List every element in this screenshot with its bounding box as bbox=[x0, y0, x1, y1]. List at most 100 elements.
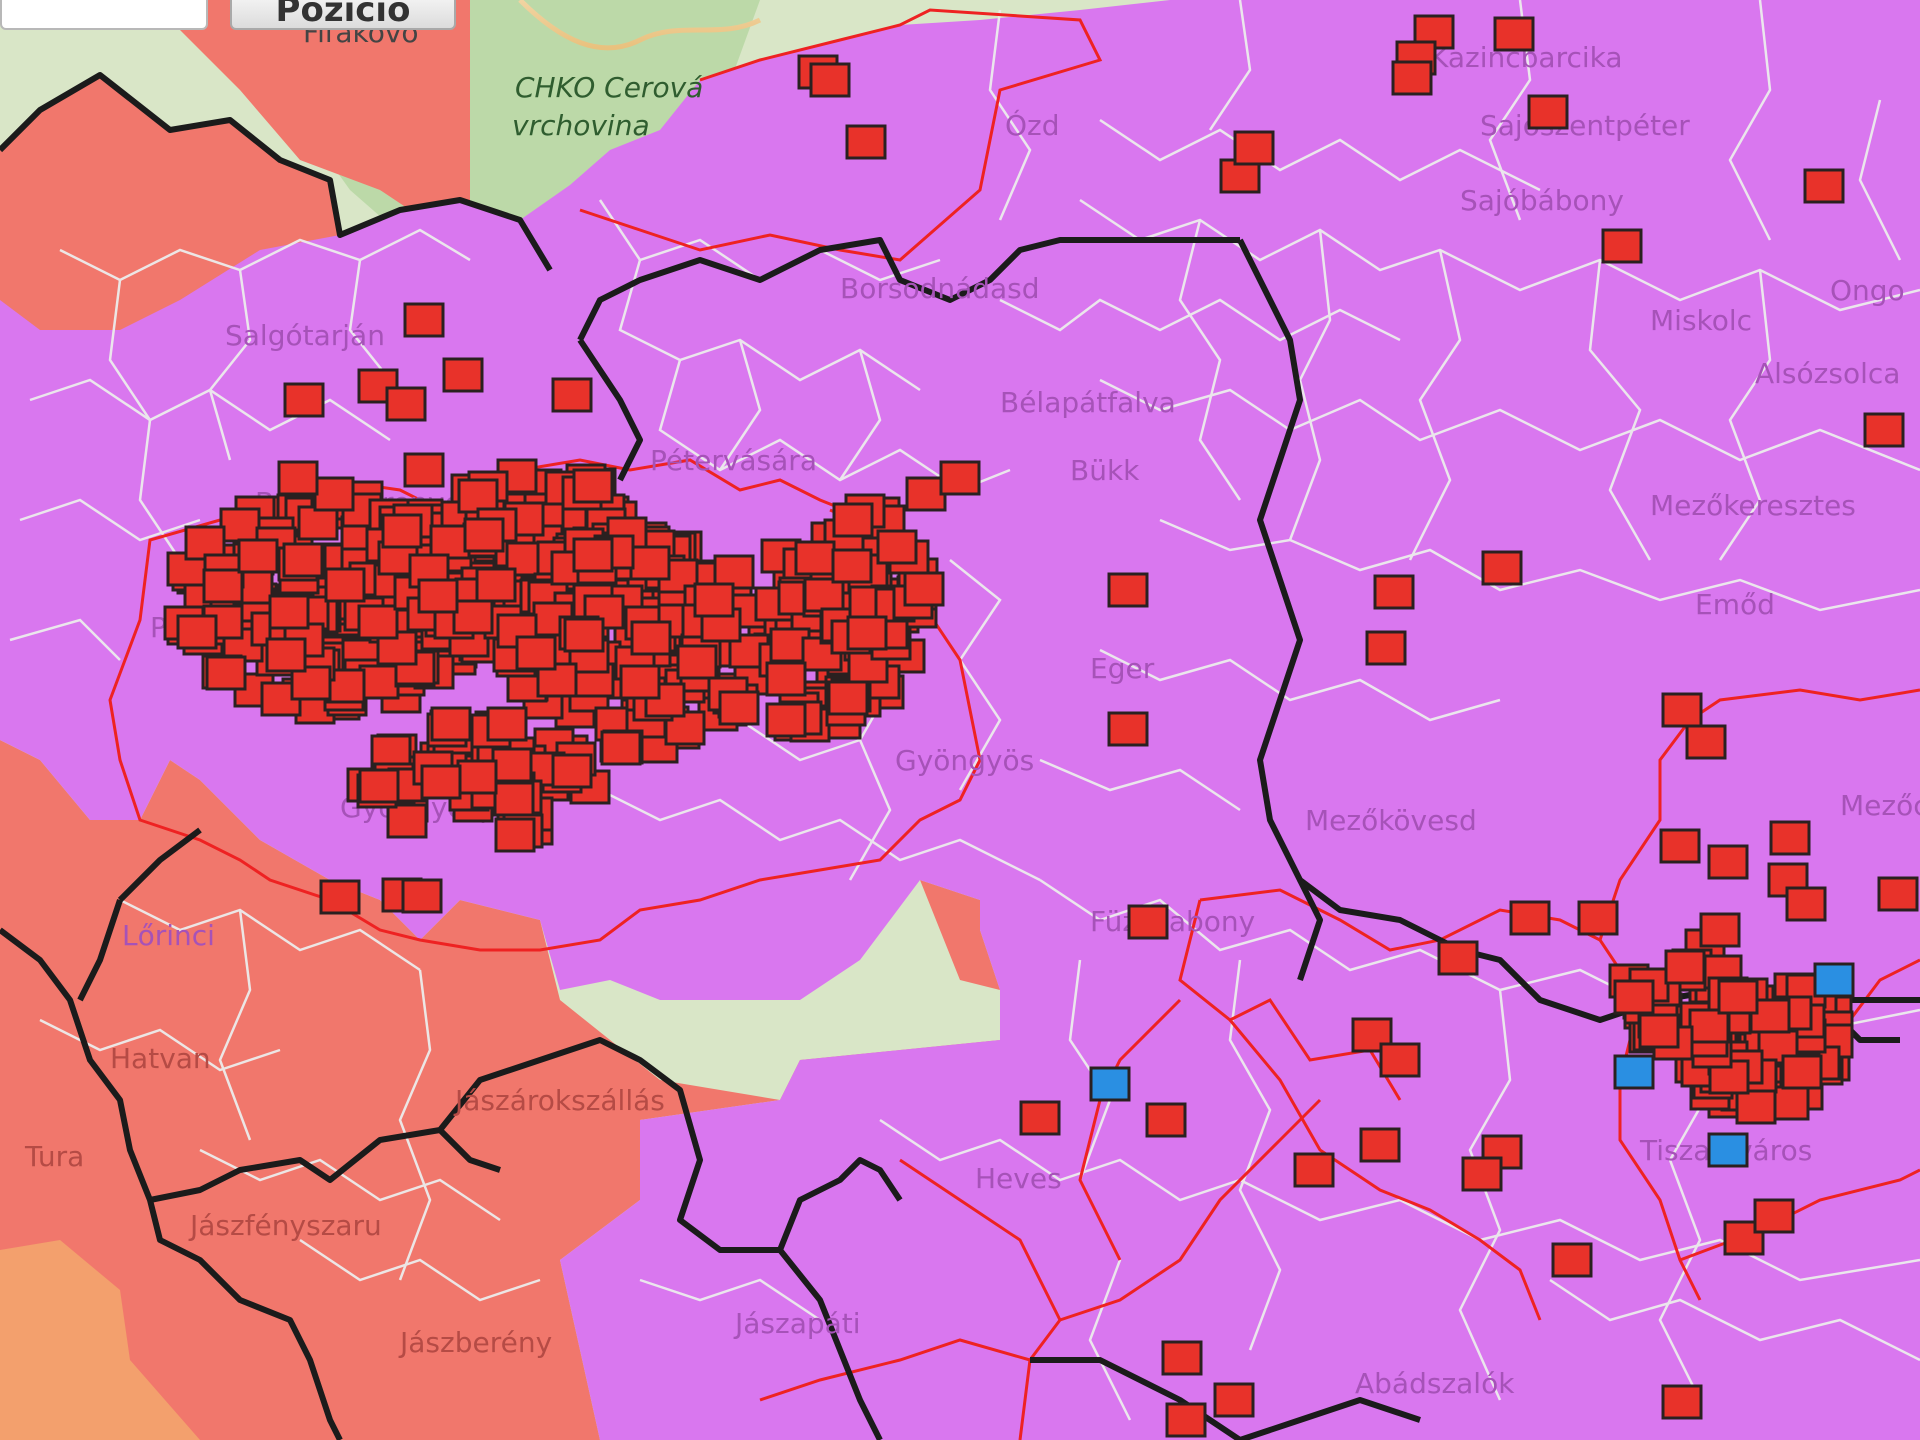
red-case-marker[interactable] bbox=[386, 803, 428, 839]
red-case-marker[interactable] bbox=[831, 548, 873, 584]
red-case-marker[interactable] bbox=[1161, 1340, 1203, 1376]
red-case-marker[interactable] bbox=[430, 706, 472, 742]
red-case-marker[interactable] bbox=[381, 513, 423, 549]
red-case-marker[interactable] bbox=[845, 124, 887, 160]
red-case-marker[interactable] bbox=[324, 567, 366, 603]
red-case-marker[interactable] bbox=[905, 476, 947, 512]
red-case-marker[interactable] bbox=[1359, 1127, 1401, 1163]
red-case-marker[interactable] bbox=[420, 764, 462, 800]
red-case-marker[interactable] bbox=[457, 478, 499, 514]
red-case-marker[interactable] bbox=[297, 505, 339, 541]
blue-case-marker[interactable] bbox=[1089, 1066, 1131, 1102]
position-button[interactable]: Pozíció bbox=[230, 0, 456, 30]
red-case-marker[interactable] bbox=[358, 768, 400, 804]
red-case-marker[interactable] bbox=[442, 357, 484, 393]
red-case-marker[interactable] bbox=[1613, 979, 1655, 1015]
red-case-marker[interactable] bbox=[1664, 949, 1706, 985]
red-case-marker[interactable] bbox=[1213, 1382, 1255, 1418]
red-case-marker[interactable] bbox=[827, 680, 869, 716]
red-case-marker[interactable] bbox=[417, 578, 459, 614]
red-case-marker[interactable] bbox=[939, 460, 981, 496]
red-case-marker[interactable] bbox=[1461, 1156, 1503, 1192]
red-case-marker[interactable] bbox=[1638, 1013, 1680, 1049]
red-case-marker[interactable] bbox=[219, 507, 261, 543]
red-case-marker[interactable] bbox=[376, 630, 418, 666]
red-case-marker[interactable] bbox=[403, 302, 445, 338]
red-case-marker[interactable] bbox=[1699, 912, 1741, 948]
red-case-marker[interactable] bbox=[846, 615, 888, 651]
red-case-marker[interactable] bbox=[551, 377, 593, 413]
red-case-marker[interactable] bbox=[319, 879, 361, 915]
red-case-marker[interactable] bbox=[283, 382, 325, 418]
red-case-marker[interactable] bbox=[765, 661, 807, 697]
red-case-marker[interactable] bbox=[903, 571, 945, 607]
red-case-marker[interactable] bbox=[1785, 886, 1827, 922]
red-case-marker[interactable] bbox=[676, 644, 718, 680]
blue-case-marker[interactable] bbox=[1707, 1132, 1749, 1168]
red-case-marker[interactable] bbox=[1107, 711, 1149, 747]
red-case-marker[interactable] bbox=[563, 617, 605, 653]
red-case-marker[interactable] bbox=[463, 517, 505, 553]
red-case-marker[interactable] bbox=[265, 637, 307, 673]
red-case-marker[interactable] bbox=[1707, 844, 1749, 880]
red-case-marker[interactable] bbox=[475, 567, 517, 603]
red-case-marker[interactable] bbox=[1863, 412, 1905, 448]
red-case-marker[interactable] bbox=[1577, 900, 1619, 936]
red-case-marker[interactable] bbox=[809, 62, 851, 98]
red-case-marker[interactable] bbox=[832, 502, 874, 538]
red-case-marker[interactable] bbox=[452, 599, 494, 635]
red-case-marker[interactable] bbox=[1781, 1054, 1823, 1090]
red-case-marker[interactable] bbox=[1803, 168, 1845, 204]
red-case-marker[interactable] bbox=[1373, 574, 1415, 610]
red-case-marker[interactable] bbox=[456, 759, 498, 795]
red-case-marker[interactable] bbox=[268, 594, 310, 630]
red-case-marker[interactable] bbox=[1107, 572, 1149, 608]
red-case-marker[interactable] bbox=[401, 878, 443, 914]
red-case-marker[interactable] bbox=[1365, 630, 1407, 666]
red-case-marker[interactable] bbox=[385, 386, 427, 422]
red-case-marker[interactable] bbox=[313, 476, 355, 512]
red-case-marker[interactable] bbox=[1717, 979, 1759, 1015]
red-case-marker[interactable] bbox=[1437, 940, 1479, 976]
blue-case-marker[interactable] bbox=[1813, 962, 1855, 998]
red-case-marker[interactable] bbox=[282, 542, 324, 578]
red-case-marker[interactable] bbox=[693, 582, 735, 618]
red-case-marker[interactable] bbox=[486, 706, 528, 742]
red-case-marker[interactable] bbox=[1509, 900, 1551, 936]
red-case-marker[interactable] bbox=[1735, 1089, 1777, 1125]
red-case-marker[interactable] bbox=[765, 702, 807, 738]
red-case-marker[interactable] bbox=[718, 690, 760, 726]
red-case-marker[interactable] bbox=[1481, 550, 1523, 586]
red-case-marker[interactable] bbox=[572, 537, 614, 573]
red-case-marker[interactable] bbox=[403, 452, 445, 488]
red-case-marker[interactable] bbox=[1769, 820, 1811, 856]
red-case-marker[interactable] bbox=[494, 817, 536, 853]
red-case-marker[interactable] bbox=[1688, 1008, 1730, 1044]
red-case-marker[interactable] bbox=[600, 730, 642, 766]
red-case-marker[interactable] bbox=[176, 614, 218, 650]
red-case-marker[interactable] bbox=[876, 529, 918, 565]
red-case-marker[interactable] bbox=[1233, 130, 1275, 166]
red-case-marker[interactable] bbox=[429, 524, 471, 560]
red-case-marker[interactable] bbox=[803, 577, 845, 613]
red-case-marker[interactable] bbox=[1019, 1100, 1061, 1136]
red-case-marker[interactable] bbox=[491, 747, 533, 783]
blue-case-marker[interactable] bbox=[1613, 1054, 1655, 1090]
red-case-marker[interactable] bbox=[515, 635, 557, 671]
red-case-marker[interactable] bbox=[1659, 828, 1701, 864]
red-case-marker[interactable] bbox=[277, 460, 319, 496]
red-case-marker[interactable] bbox=[202, 568, 244, 604]
red-case-marker[interactable] bbox=[572, 468, 614, 504]
red-case-marker[interactable] bbox=[794, 540, 836, 576]
red-case-marker[interactable] bbox=[237, 538, 279, 574]
red-case-marker[interactable] bbox=[1493, 16, 1535, 52]
red-case-marker[interactable] bbox=[357, 368, 399, 404]
red-case-marker[interactable] bbox=[1601, 228, 1643, 264]
red-case-marker[interactable] bbox=[358, 664, 400, 700]
red-case-marker[interactable] bbox=[1527, 94, 1569, 130]
red-case-marker[interactable] bbox=[493, 781, 535, 817]
red-case-marker[interactable] bbox=[1127, 904, 1169, 940]
red-case-marker[interactable] bbox=[357, 604, 399, 640]
